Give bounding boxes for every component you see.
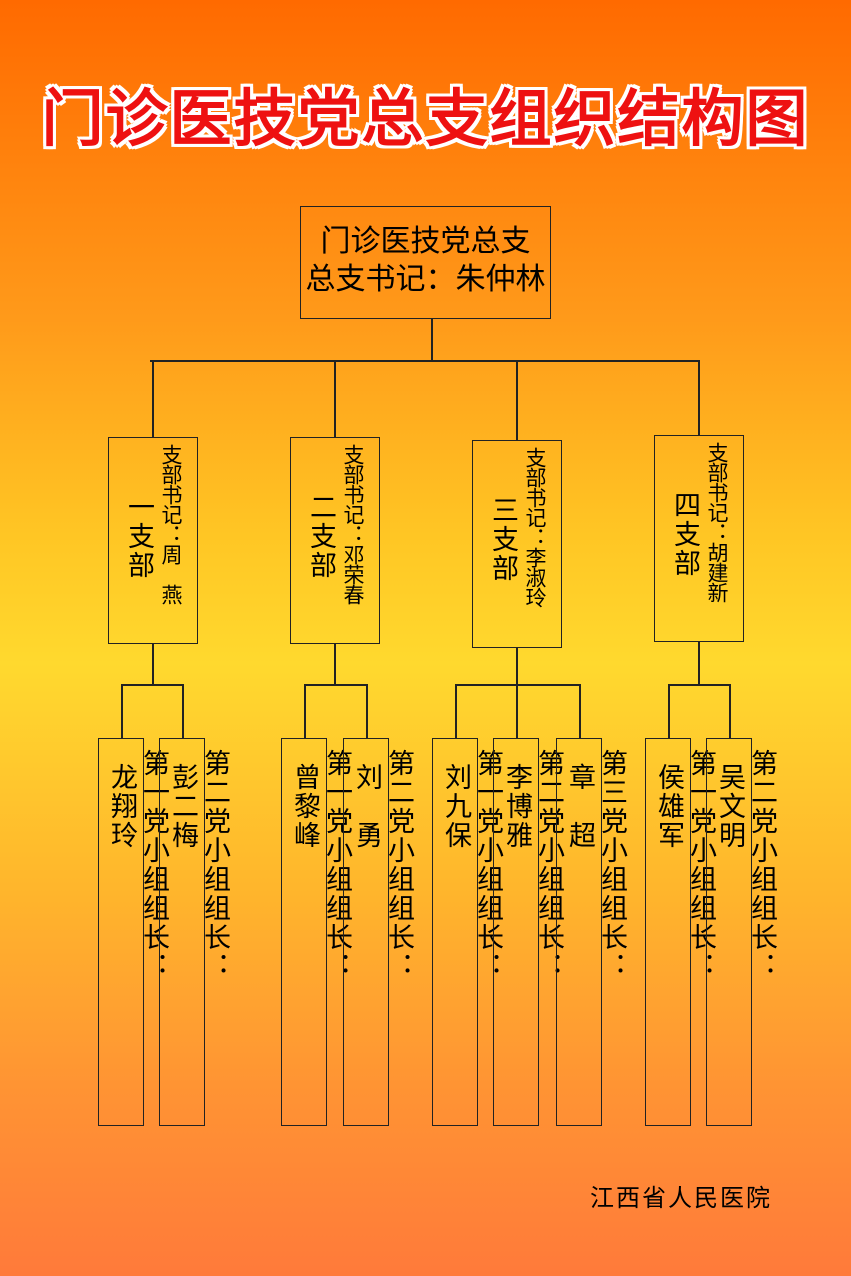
connector bbox=[579, 684, 581, 738]
connector bbox=[698, 642, 700, 684]
group-label: 第一党小组组长：龙翔玲 bbox=[105, 749, 169, 981]
branch-name: 三支部 bbox=[487, 496, 518, 583]
group-node: 第二党小组组长：吴文明 bbox=[706, 738, 777, 1126]
connector bbox=[152, 644, 154, 684]
group-title: 第一党小组组长： bbox=[472, 749, 503, 981]
group-node: 第三党小组组长：章 超 bbox=[556, 738, 627, 1126]
branch-secretary: 支部书记：邓荣春 bbox=[341, 444, 365, 604]
group-title: 第一党小组组长： bbox=[138, 749, 169, 981]
group-leader: 刘九保 bbox=[440, 763, 471, 850]
connector bbox=[334, 360, 336, 437]
branch-secretary: 支部书记：周 燕 bbox=[159, 444, 183, 604]
branch-node: 一支部支部书记：周 燕 bbox=[108, 437, 198, 644]
root-secretary: 总支书记：朱仲林 bbox=[305, 262, 546, 297]
connector bbox=[729, 684, 731, 738]
branch-node: 三支部支部书记：李淑玲 bbox=[472, 440, 562, 648]
connector bbox=[182, 684, 184, 738]
group-label: 第一党小组组长：曾黎峰 bbox=[288, 749, 352, 981]
connector bbox=[698, 360, 700, 435]
group-node: 第一党小组组长：曾黎峰 bbox=[281, 738, 352, 1126]
group-leader: 章 超 bbox=[564, 763, 595, 850]
branch-name: 二支部 bbox=[305, 493, 336, 580]
group-label: 第二党小组组长：刘 勇 bbox=[350, 749, 414, 981]
group-title: 第一党小组组长： bbox=[321, 749, 352, 981]
group-node: 第二党小组组长：刘 勇 bbox=[343, 738, 414, 1126]
connector bbox=[334, 644, 336, 684]
group-label: 第二党小组组长：彭二梅 bbox=[166, 749, 230, 981]
root-name: 门诊医技党总支 bbox=[320, 224, 531, 259]
group-title: 第二党小组组长： bbox=[383, 749, 414, 981]
group-label: 第一党小组组长：刘九保 bbox=[439, 749, 503, 981]
connector bbox=[121, 684, 123, 738]
group-node: 第二党小组组长：李博雅 bbox=[493, 738, 564, 1126]
group-title: 第二党小组组长： bbox=[533, 749, 564, 981]
group-node: 第一党小组组长：龙翔玲 bbox=[98, 738, 169, 1126]
group-title: 第二党小组组长： bbox=[746, 749, 777, 981]
branch-name: 一支部 bbox=[123, 493, 154, 580]
connector bbox=[455, 684, 457, 738]
connector bbox=[152, 360, 154, 437]
chart-title: 门诊医技党总支组织结构图 bbox=[41, 82, 810, 155]
branch-secretary: 支部书记：李淑玲 bbox=[523, 447, 547, 607]
connector bbox=[516, 360, 518, 440]
branch-secretary: 支部书记：胡建新 bbox=[705, 442, 729, 602]
group-label: 第二党小组组长：李博雅 bbox=[500, 749, 564, 981]
group-leader: 曾黎峰 bbox=[289, 763, 320, 850]
group-title: 第二党小组组长： bbox=[199, 749, 230, 981]
group-node: 第二党小组组长：彭二梅 bbox=[159, 738, 230, 1126]
group-leader: 彭二梅 bbox=[167, 763, 198, 850]
group-label: 第二党小组组长：吴文明 bbox=[713, 749, 777, 981]
group-leader: 李博雅 bbox=[501, 763, 532, 850]
group-node: 第一党小组组长：刘九保 bbox=[432, 738, 503, 1126]
branch-name: 四支部 bbox=[669, 491, 700, 578]
branch-node: 四支部支部书记：胡建新 bbox=[654, 435, 744, 642]
connector bbox=[121, 684, 183, 686]
connector bbox=[304, 684, 306, 738]
connector bbox=[455, 684, 580, 686]
branch-node: 二支部支部书记：邓荣春 bbox=[290, 437, 380, 644]
connector bbox=[668, 684, 730, 686]
root-node: 门诊医技党总支 总支书记：朱仲林 bbox=[300, 206, 551, 319]
footer-org: 江西省人民医院 bbox=[590, 1184, 772, 1212]
group-title: 第一党小组组长： bbox=[685, 749, 716, 981]
connector bbox=[366, 684, 368, 738]
connector bbox=[431, 318, 433, 361]
group-label: 第一党小组组长：侯雄军 bbox=[652, 749, 716, 981]
connector bbox=[668, 684, 670, 738]
connector bbox=[516, 648, 518, 684]
group-leader: 龙翔玲 bbox=[106, 763, 137, 850]
group-title: 第三党小组组长： bbox=[596, 749, 627, 981]
connector bbox=[516, 684, 518, 738]
group-label: 第三党小组组长：章 超 bbox=[563, 749, 627, 981]
group-leader: 刘 勇 bbox=[351, 763, 382, 850]
connector bbox=[150, 360, 698, 362]
group-leader: 吴文明 bbox=[714, 763, 745, 850]
group-leader: 侯雄军 bbox=[653, 763, 684, 850]
connector bbox=[304, 684, 367, 686]
group-node: 第一党小组组长：侯雄军 bbox=[645, 738, 716, 1126]
